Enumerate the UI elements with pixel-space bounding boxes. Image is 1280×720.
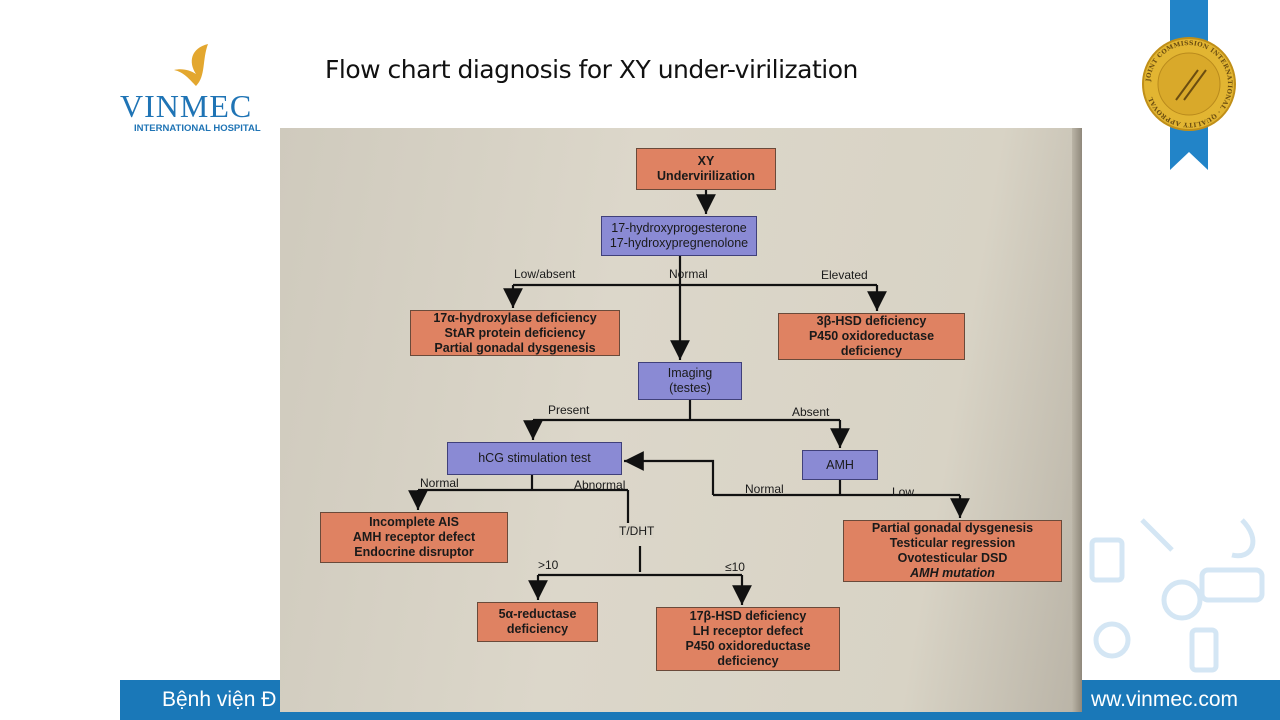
box-line: (testes) (669, 381, 711, 395)
5a-reductase-box: 5α-reductase deficiency (477, 602, 598, 642)
box-line: Ovotesticular DSD (897, 551, 1008, 565)
footer-hospital-name: Bệnh viện Đ (162, 688, 277, 711)
book-page-edge (1072, 128, 1082, 712)
medical-icons-decoration (1082, 500, 1280, 680)
box-line: 17-hydroxypregnenolone (609, 236, 749, 250)
box-line: 17-hydroxyprogesterone (611, 221, 747, 235)
logo-wordmark: VINMEC (120, 88, 253, 124)
vinmec-logo: VINMEC INTERNATIONAL HOSPITAL (118, 40, 273, 135)
label-present: Present (548, 403, 590, 417)
box-line: deficiency (840, 344, 903, 358)
box-line: AMH mutation (910, 566, 995, 580)
box-line: 17α-hydroxylase deficiency (433, 310, 597, 325)
label-low: Low (892, 485, 915, 499)
imaging-box: Imaging (testes) (638, 362, 742, 400)
medical-icons (1089, 518, 1265, 673)
box-line: P450 oxidoreductase (808, 329, 935, 343)
logo-subtitle: INTERNATIONAL HOSPITAL (134, 123, 261, 134)
amh-box: AMH (802, 450, 878, 480)
label-low-absent: Low/absent (514, 267, 576, 281)
label-normal: Normal (669, 267, 708, 281)
footer-website-link[interactable]: ww.vinmec.com (1090, 688, 1238, 711)
17b-hsd-outcome-box: 17β-HSD deficiency LH receptor defect P4… (656, 607, 840, 671)
label-le10: ≤10 (725, 560, 745, 574)
label-elevated: Elevated (821, 268, 868, 282)
jci-badge: JOINT COMMISSION INTERNATIONAL · QUALITY… (1140, 0, 1240, 175)
box-line: P450 oxidoreductase (685, 639, 811, 653)
box-line: LH receptor defect (692, 624, 804, 638)
box-line: Incomplete AIS (369, 515, 459, 529)
label-gt10: >10 (538, 558, 559, 572)
box-line: 3β-HSD deficiency (816, 314, 927, 328)
hcg-stimulation-test-box: hCG stimulation test (447, 442, 622, 475)
box-line: Partial gonadal dysgenesis (871, 521, 1034, 535)
label-amh-normal: Normal (745, 482, 784, 496)
box-line: Imaging (667, 366, 713, 380)
box-line: Endocrine disruptor (354, 545, 474, 559)
box-line: hCG stimulation test (478, 451, 591, 465)
label-hcg-normal: Normal (420, 476, 459, 490)
box-line: deficiency (717, 654, 779, 668)
low-absent-outcome-box: 17α-hydroxylase deficiency StAR protein … (410, 310, 620, 356)
flowchart-connectors (408, 190, 970, 605)
hcg-normal-outcome-box: Incomplete AIS AMH receptor defect Endoc… (320, 512, 508, 563)
flowchart-photo: XY Undervirilization 17-hydroxyprogester… (280, 128, 1082, 712)
box-line: Partial gonadal dysgenesis (434, 340, 596, 355)
box-line: Testicular regression (889, 536, 1016, 550)
elevated-outcome-box: 3β-HSD deficiency P450 oxidoreductase de… (778, 313, 965, 360)
bird-logo-icon (174, 44, 208, 86)
box-line: XY (697, 154, 715, 168)
box-line: AMH receptor defect (352, 530, 476, 544)
box-line: deficiency (506, 622, 569, 636)
box-line: StAR protein deficiency (444, 325, 586, 340)
jci-seal-icon: JOINT COMMISSION INTERNATIONAL · QUALITY… (1142, 0, 1236, 170)
box-line: AMH (826, 457, 854, 472)
box-line: 5α-reductase (498, 607, 577, 621)
hydroxyprogesterone-test-box: 17-hydroxyprogesterone 17-hydroxypregnen… (601, 216, 757, 256)
slide-title: Flow chart diagnosis for XY under-virili… (325, 55, 858, 84)
box-line: Undervirilization (657, 169, 755, 183)
label-absent: Absent (792, 405, 830, 419)
label-abnormal: Abnormal (574, 478, 626, 492)
box-line: 17β-HSD deficiency (689, 609, 807, 623)
label-t-dht: T/DHT (619, 524, 655, 538)
amh-low-outcome-box: Partial gonadal dysgenesis Testicular re… (843, 520, 1062, 582)
xy-undervirilization-box: XY Undervirilization (636, 148, 776, 190)
